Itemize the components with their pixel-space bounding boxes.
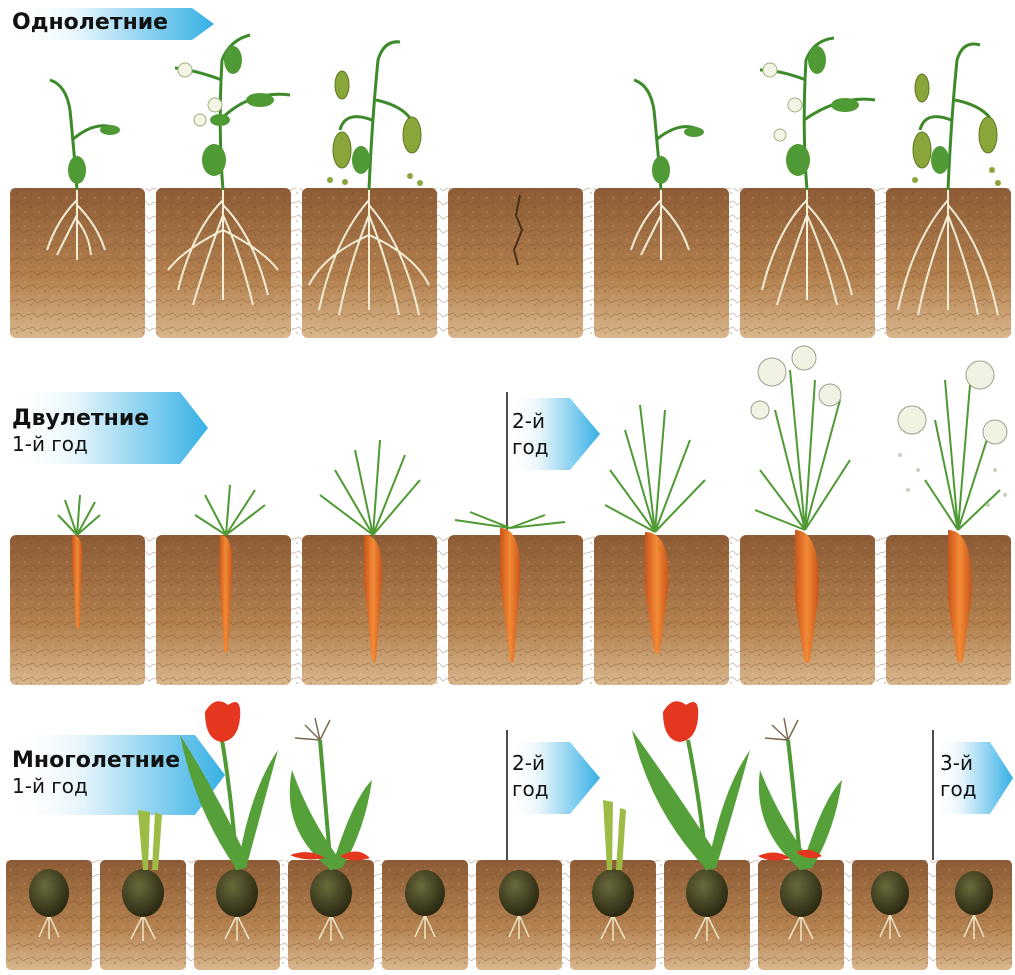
perennials-title: Многолетние: [12, 748, 180, 774]
biennials-year1: 1-й год: [12, 432, 149, 456]
wilted-tulip-remains: [295, 718, 798, 740]
perennials-year3-label: 3-й год: [940, 750, 977, 802]
annuals-title: Однолетние: [12, 10, 168, 36]
fallen-petals: [290, 850, 822, 861]
pea-pods: [333, 71, 997, 168]
pea-plants: [50, 35, 990, 190]
perennials-year2-part1: 2-й: [512, 750, 549, 776]
biennials-row: [4, 346, 1011, 685]
tulip-stems-leaves: [138, 730, 842, 870]
biennials-year2-part2: год: [512, 434, 549, 460]
annuals-soil-blocks: [10, 188, 1011, 338]
biennials-label: Двулетние 1-й год: [12, 406, 149, 456]
perennials-label: Многолетние 1-й год: [12, 748, 180, 798]
tulip-flowers: [205, 701, 698, 742]
perennials-year3-part2: год: [940, 776, 977, 802]
perennials-row: [4, 701, 1013, 970]
biennials-year2-part1: 2-й: [512, 408, 549, 434]
biennials-year2-label: 2-й год: [512, 408, 549, 460]
perennials-year2-label: 2-й год: [512, 750, 549, 802]
perennials-year2-part2: год: [512, 776, 549, 802]
annuals-row: [4, 8, 1011, 338]
perennials-year3-part1: 3-й: [940, 750, 977, 776]
biennials-title: Двулетние: [12, 406, 149, 432]
annuals-label: Однолетние: [12, 10, 168, 36]
perennials-year1: 1-й год: [12, 774, 180, 798]
